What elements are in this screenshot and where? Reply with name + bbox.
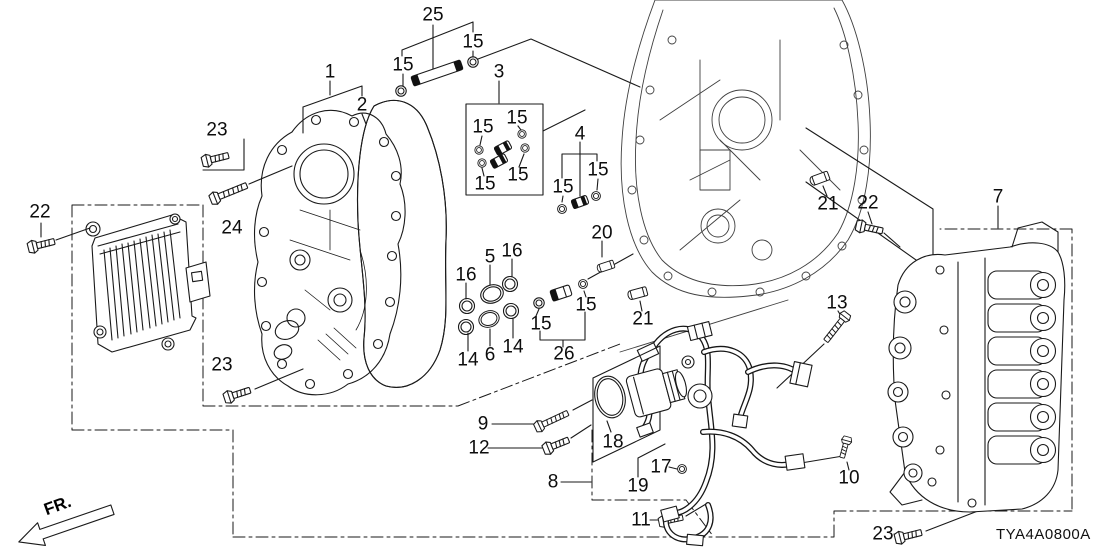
callout-17: 17 [650,456,672,478]
bolt-13 [820,309,853,346]
callout-15: 15 [474,173,496,195]
sensor-19 [625,368,688,418]
callout-15: 15 [472,116,494,138]
pressure-sensor-group [592,345,695,463]
callout-7: 7 [992,186,1004,208]
callout-15: 15 [506,107,528,129]
bolt-9 [532,407,571,435]
callout-22: 22 [857,192,879,214]
callout-9: 9 [477,413,489,435]
bolt-23-bottom-right [893,525,924,546]
callout-12: 12 [468,437,490,459]
callout-16: 16 [501,240,523,262]
callout-19: 19 [627,475,649,497]
callout-14: 14 [457,349,479,371]
front-direction-indicator: FR. [0,470,150,554]
callout-15: 15 [462,31,484,53]
callout-4: 4 [574,123,586,145]
end-cover-part [254,109,406,396]
callout-14: 14 [502,336,524,358]
callout-15: 15 [552,176,574,198]
callout-5: 5 [484,246,496,268]
bolt-23-lower-left [221,383,253,406]
harness-assembly [636,321,813,547]
callout-15: 15 [392,54,414,76]
callout-21: 21 [817,193,839,215]
o-ring-18 [594,375,626,419]
bolt-10 [836,435,854,460]
callout-2: 2 [356,94,368,116]
callout-13: 13 [826,292,848,314]
valve-body-assembly [887,221,1066,513]
leader-lines [40,21,999,535]
callout-3: 3 [493,61,505,83]
callout-15: 15 [507,164,529,186]
check-valve-kit-box [465,103,544,196]
fr-arrow-icon [18,504,115,547]
bolt-24 [207,178,250,207]
callout-23: 23 [872,523,894,545]
callout-15: 15 [575,294,597,316]
solenoid-stack [987,270,1057,465]
callout-22: 22 [29,201,51,223]
bolt-12 [540,433,572,457]
callout-8: 8 [547,471,559,493]
gasket-part [356,99,447,388]
callout-6: 6 [484,344,496,366]
callout-24: 24 [221,217,243,239]
callout-15: 15 [530,313,552,335]
tcm-control-unit [85,213,211,353]
callout-20: 20 [591,222,613,244]
callout-21: 21 [632,308,654,330]
joint-pipe-25 [410,59,464,87]
transmission-case-reference [619,0,871,353]
callout-11: 11 [631,509,651,531]
callout-23: 23 [206,119,228,141]
callout-26: 26 [553,343,575,365]
callout-18: 18 [602,431,624,453]
bolt-23-top [200,148,231,169]
callout-23: 23 [211,354,233,376]
callout-1: 1 [324,61,336,83]
bolt-22-left [26,234,57,255]
callout-10: 10 [838,467,860,489]
callout-25: 25 [422,4,444,26]
diagram-code: TYA4A0800A [996,526,1091,543]
small-parts [395,56,831,474]
callout-16: 16 [455,264,477,286]
callout-15: 15 [587,159,609,181]
